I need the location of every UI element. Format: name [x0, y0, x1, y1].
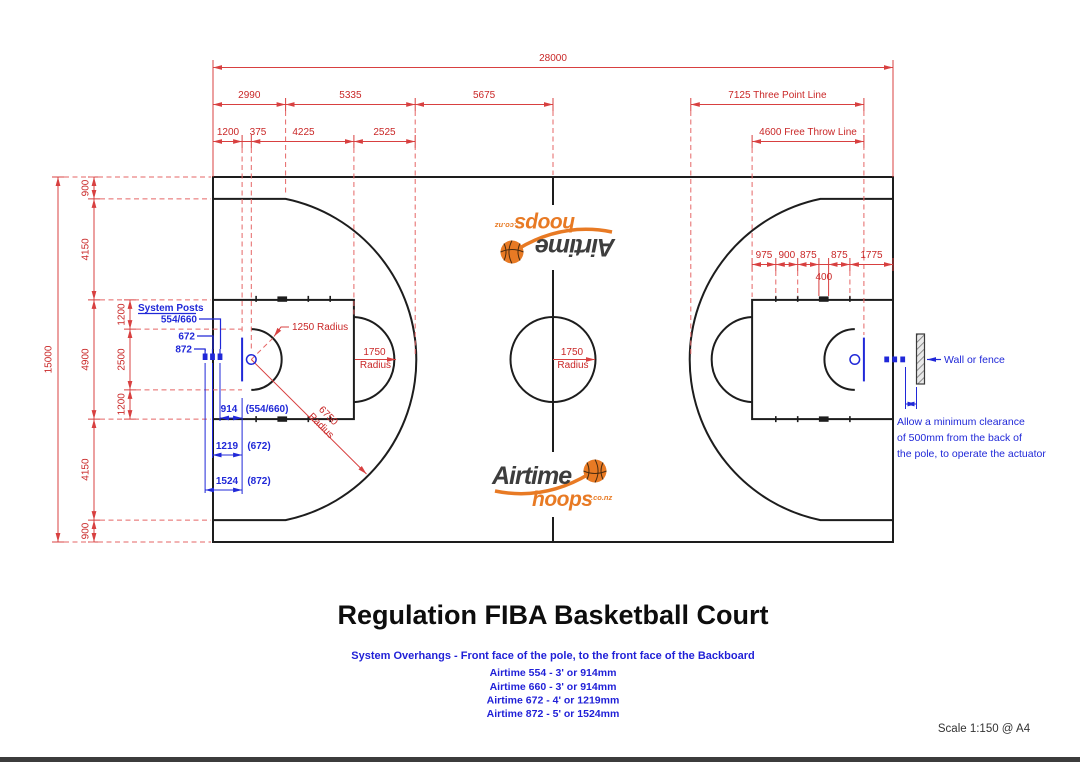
- overhangs-item-872: Airtime 872 - 5' or 1524mm: [487, 708, 620, 720]
- overhangs-heading: System Overhangs - Front face of the pol…: [351, 650, 754, 662]
- no-charge-arc-right: [823, 328, 855, 391]
- dim-1200-key-bottom: 1200: [117, 393, 128, 416]
- bottom-window-edge: [0, 757, 1080, 762]
- dim-2990: 2990: [238, 90, 261, 101]
- blue-lines: [138, 312, 243, 494]
- overhangs-item-672: Airtime 672 - 4' or 1219mm: [487, 695, 620, 707]
- dim-1200-key-top: 1200: [117, 303, 128, 326]
- dim-900r: 900: [778, 250, 795, 261]
- dim-total-height: 15000: [44, 345, 55, 373]
- dim-900-top: 900: [81, 179, 92, 196]
- post-label-872: 872: [175, 345, 192, 356]
- dim-2525: 2525: [373, 127, 396, 138]
- basket-right: [849, 353, 861, 366]
- overhang-914: 914: [221, 404, 238, 415]
- label-ft-radius-word: Radius: [360, 360, 391, 371]
- dim-900-bottom: 900: [81, 522, 92, 539]
- post-icon-554-660: [217, 353, 223, 360]
- key-left: [212, 298, 355, 421]
- neutral-zone-blocks: [277, 296, 829, 422]
- logo-top-rotated: [492, 210, 618, 266]
- clearance-note-line1: Allow a minimum clearance: [897, 416, 1025, 428]
- dim-5675: 5675: [473, 90, 496, 101]
- center-circle: [509, 316, 597, 403]
- overhang-dim-lines: [205, 415, 243, 493]
- dim-free-throw-line: 4600 Free Throw Line: [759, 127, 857, 138]
- dim-875b: 875: [831, 250, 848, 261]
- dim-4150-top: 4150: [81, 238, 92, 261]
- dim-400: 400: [815, 272, 832, 283]
- overhangs-item-660: Airtime 660 - 3' or 914mm: [490, 681, 617, 693]
- key-right: [751, 298, 894, 421]
- wall-label: Wall or fence: [944, 354, 1005, 366]
- label-ft-radius-value: 1750: [363, 347, 386, 358]
- clearance-note-line2: of 500mm from the back of: [897, 432, 1022, 444]
- three-point-line-right: [688, 197, 893, 522]
- no-charge-arc-left: [251, 328, 283, 391]
- backboards-baskets: [241, 337, 865, 382]
- post-label-672: 672: [178, 332, 195, 343]
- clearance-dim: [905, 367, 917, 409]
- dim-5335: 5335: [339, 90, 362, 101]
- post-icon-672: [210, 353, 215, 360]
- dim-975: 975: [756, 250, 773, 261]
- court-lines: [212, 176, 894, 543]
- dim-375: 375: [250, 127, 267, 138]
- red-dimension-lines: [55, 65, 893, 542]
- overhang-extension-lines: [204, 363, 243, 494]
- free-throw-circle-right: [710, 316, 753, 404]
- no-charge-radius-leader: [273, 326, 289, 337]
- red-dashed-extensions: [64, 111, 865, 543]
- dim-875a: 875: [800, 250, 817, 261]
- page-title: Regulation FIBA Basketball Court: [337, 600, 768, 630]
- logo-bottom: [489, 457, 615, 513]
- dim-4150-bottom: 4150: [81, 458, 92, 481]
- wall-fence-group: Wall or fence Allow a minimum clearance …: [884, 333, 1046, 460]
- overhang-1219: 1219: [216, 441, 239, 452]
- overhangs-item-554: Airtime 554 - 3' or 914mm: [490, 667, 617, 679]
- leader-554-660: [199, 318, 222, 349]
- right-post-symbols: [884, 356, 906, 363]
- post-symbols: [202, 353, 223, 360]
- three-point-line-left: [213, 197, 418, 522]
- leader-672: [197, 335, 214, 349]
- label-three-point-radius: 6750 Radius: [306, 404, 340, 441]
- overhang-1524-ref: (872): [247, 476, 270, 487]
- overhang-914-ref: (554/660): [246, 404, 289, 415]
- label-center-radius-value: 1750: [561, 347, 584, 358]
- overhang-1219-ref: (672): [247, 441, 270, 452]
- post-label-554-660: 554/660: [161, 315, 198, 326]
- dim-1200: 1200: [217, 127, 240, 138]
- clearance-note-line3: the pole, to operate the actuator: [897, 448, 1046, 460]
- wall-hatch: [915, 333, 926, 385]
- system-posts-group: System Posts 554/660 672 872 914 (554/66…: [138, 303, 288, 494]
- overhang-1524: 1524: [216, 476, 239, 487]
- label-no-charge-radius: 1250 Radius: [292, 322, 348, 333]
- three-point-radius-arrow: [250, 359, 367, 475]
- lane-hash-marks: [255, 295, 851, 423]
- dim-2500: 2500: [117, 348, 128, 371]
- system-posts-heading: System Posts: [138, 303, 204, 314]
- label-center-radius-word: Radius: [557, 360, 588, 371]
- dim-total-width: 28000: [539, 53, 567, 64]
- post-stems: [204, 349, 221, 354]
- scale-note: Scale 1:150 @ A4: [938, 723, 1031, 735]
- dim-1775: 1775: [860, 250, 883, 261]
- leader-872: [194, 348, 206, 351]
- dim-4225: 4225: [292, 127, 315, 138]
- post-icon-872: [202, 353, 208, 360]
- dim-4900: 4900: [81, 348, 92, 371]
- dim-three-point-line: 7125 Three Point Line: [728, 90, 827, 101]
- red-dimension-labels: 28000 2990 5335 5675 7125 Three Point Li…: [44, 53, 884, 539]
- basket-left: [245, 353, 257, 366]
